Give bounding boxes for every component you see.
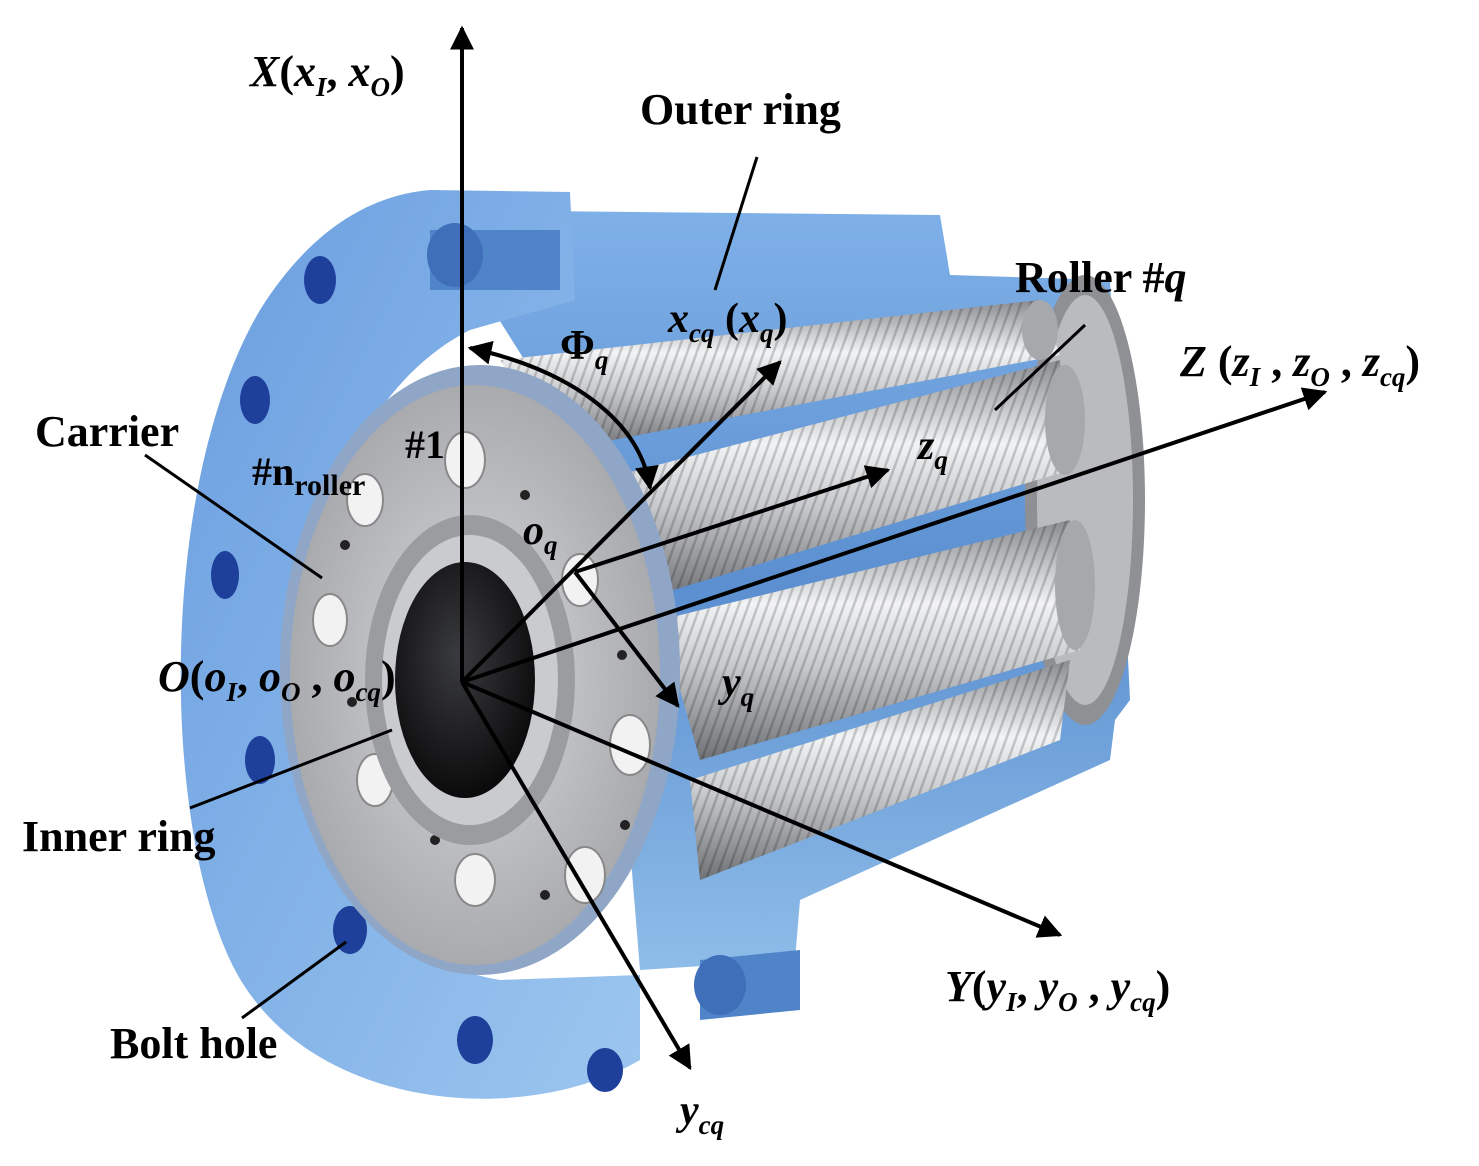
- axis-z-main: Z: [1180, 337, 1207, 386]
- leader-lines: [144, 156, 1087, 1020]
- axis-z-s3: cq: [1379, 362, 1406, 392]
- origin-close: ): [380, 652, 396, 701]
- label-origin: O(oI, oO , ocq): [158, 655, 396, 706]
- label-roller-n-prefix: #n: [252, 449, 295, 494]
- label-zq: zq: [918, 425, 948, 474]
- label-roller-q: Roller #q: [1015, 256, 1187, 300]
- label-oq: oq: [523, 510, 558, 559]
- zq-v: z: [918, 423, 935, 469]
- label-axis-y: Y(yI, yO , ycq): [945, 965, 1170, 1016]
- xcq-open: (: [714, 296, 739, 342]
- origin-open: (: [189, 652, 205, 701]
- axis-y-v2: y: [1038, 962, 1059, 1011]
- axis-zq: [574, 465, 891, 574]
- origin-s2: O: [280, 677, 301, 707]
- axis-ycq: [460, 680, 692, 1071]
- xcq-s2: q: [759, 318, 774, 348]
- origin-sep2: ,: [300, 652, 334, 701]
- axis-z-v1: z: [1232, 337, 1250, 386]
- ycq-s: cq: [698, 1110, 725, 1140]
- axis-y-s2: O: [1058, 987, 1078, 1017]
- xcq-v: x: [668, 296, 689, 342]
- axis-x-s1: I: [316, 72, 327, 102]
- label-phi-q: Φq: [560, 325, 608, 374]
- axis-y-s3: cq: [1130, 987, 1156, 1017]
- axis-z-s2: O: [1310, 362, 1330, 392]
- axis-x-v2: x: [348, 47, 371, 96]
- ycq-v: y: [680, 1088, 699, 1134]
- axis-y-close: ): [1155, 962, 1171, 1011]
- leader-inner-ring: [189, 728, 393, 810]
- leader-carrier: [144, 453, 323, 580]
- axis-yq: [573, 570, 680, 708]
- leader-outer-ring: [713, 156, 759, 291]
- label-roller-1: #1: [405, 422, 445, 467]
- axis-x-sep: ,: [326, 47, 349, 96]
- phi-s: q: [594, 345, 609, 375]
- xcq-close: ): [773, 296, 788, 342]
- coordinate-axes: [450, 25, 1328, 1071]
- origin-main: O: [158, 652, 190, 701]
- axis-z: [461, 387, 1328, 684]
- phi-v: Φ: [560, 323, 595, 369]
- label-roller-n: #nroller: [252, 452, 365, 501]
- origin-s1: I: [226, 677, 237, 707]
- origin-v2: o: [258, 652, 281, 701]
- axis-y-v3: y: [1110, 962, 1131, 1011]
- axis-xcq: [460, 360, 782, 684]
- oq-v: o: [523, 508, 544, 554]
- axis-x-main: X: [250, 47, 280, 96]
- label-roller-q-var: q: [1164, 253, 1187, 302]
- bolt-holes: [211, 256, 623, 1092]
- axis-y-v1: y: [986, 962, 1007, 1011]
- origin-sep1: ,: [236, 652, 259, 701]
- label-inner-ring: Inner ring: [22, 812, 216, 861]
- origin-s3: cq: [355, 677, 381, 707]
- axis-y-sep1: ,: [1016, 962, 1039, 1011]
- origin-v1: o: [204, 652, 227, 701]
- label-roller-q-text: Roller #: [1015, 253, 1165, 302]
- axis-x-v1: x: [294, 47, 317, 96]
- axis-x-open: (: [279, 47, 295, 96]
- axis-z-sep2: ,: [1329, 337, 1363, 386]
- label-axis-z: Z (zI , zO , zcq): [1180, 340, 1420, 391]
- axis-y: [461, 680, 1063, 938]
- axis-z-v2: z: [1293, 337, 1311, 386]
- oq-s: q: [544, 530, 558, 560]
- axis-x-s2: O: [370, 72, 391, 102]
- axis-z-close: ): [1405, 337, 1421, 386]
- label-axis-x: X(xI, xO): [250, 50, 405, 101]
- axis-y-sep2: ,: [1077, 962, 1111, 1011]
- yq-v: y: [722, 660, 741, 706]
- axis-y-s1: I: [1006, 987, 1017, 1017]
- zq-s: q: [934, 445, 948, 475]
- axis-y-main: Y: [945, 962, 972, 1011]
- angle-phi-arc: [467, 340, 659, 491]
- flange: [180, 190, 800, 1099]
- label-xcq: xcq (xq): [668, 298, 787, 347]
- xcq-v2: x: [738, 296, 760, 342]
- yq-s: q: [740, 682, 755, 712]
- label-ycq: ycq: [680, 1090, 724, 1139]
- leader-roller-q: [993, 323, 1087, 412]
- axis-z-open: (: [1206, 337, 1233, 386]
- label-outer-ring: Outer ring: [640, 85, 841, 134]
- xcq-s: cq: [689, 318, 715, 348]
- axis-y-open: (: [971, 962, 987, 1011]
- label-carrier: Carrier: [35, 407, 180, 456]
- axis-x-close: ): [390, 47, 405, 96]
- origin-v3: o: [333, 652, 356, 701]
- label-roller-n-sub: roller: [294, 469, 366, 502]
- leader-bolt-hole: [241, 940, 347, 1020]
- axis-z-sep1: ,: [1260, 337, 1294, 386]
- axis-z-v3: z: [1362, 337, 1380, 386]
- label-yq: yq: [722, 662, 754, 711]
- axis-z-s1: I: [1249, 362, 1261, 392]
- label-bolt-hole: Bolt hole: [110, 1019, 278, 1068]
- carrier-plate: [280, 365, 680, 975]
